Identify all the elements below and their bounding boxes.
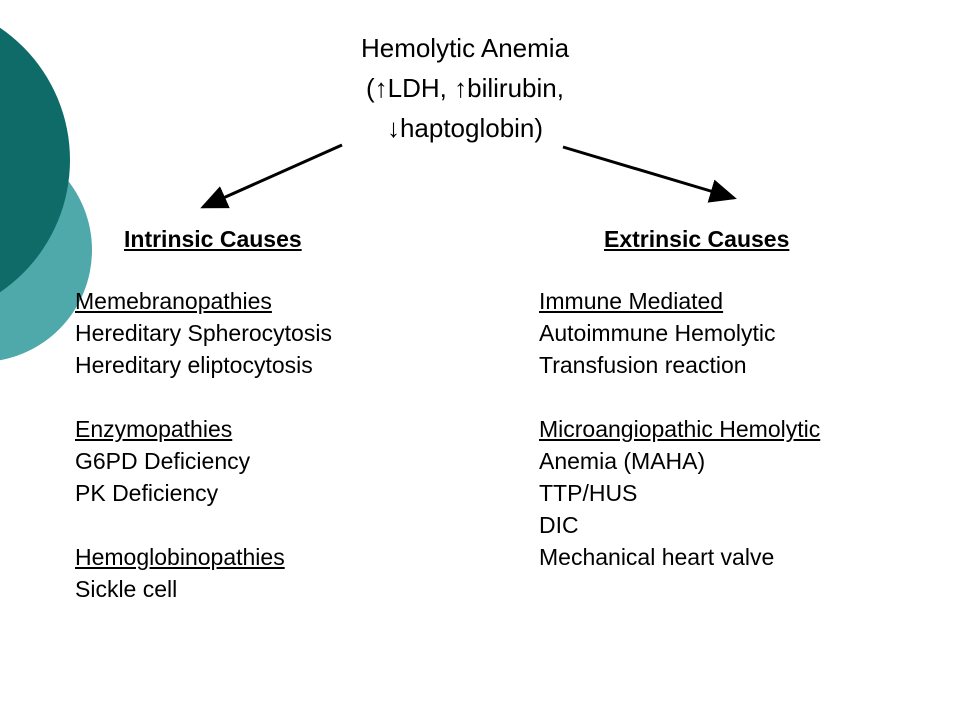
list-item: G6PD Deficiency: [75, 448, 251, 474]
immune-mediated-label: Immune Mediated: [539, 288, 724, 314]
hemoglobinopathies-label: Hemoglobinopathies: [75, 544, 285, 570]
title-line-1: Hemolytic Anemia: [360, 33, 570, 63]
list-item: Sickle cell: [75, 576, 178, 602]
slide-title: Hemolytic Anemia (↑LDH, ↑bilirubin, ↓hap…: [300, 28, 630, 148]
membranopathies-label: Memebranopathies: [75, 288, 272, 314]
list-item: TTP/HUS: [539, 480, 638, 506]
title-line-3: ↓haptoglobin): [386, 113, 544, 143]
list-item: Anemia (MAHA): [539, 448, 706, 474]
list-item: Autoimmune Hemolytic: [539, 320, 776, 346]
spacer: [75, 509, 332, 541]
spacer: [539, 381, 820, 413]
list-item: PK Deficiency: [75, 480, 219, 506]
arrow-to-extrinsic: [562, 145, 737, 203]
maha-label: Microangiopathic Hemolytic: [539, 416, 821, 442]
list-item: Hereditary Spherocytosis: [75, 320, 332, 346]
intrinsic-heading: Intrinsic Causes: [124, 226, 302, 252]
list-item: DIC: [539, 512, 579, 538]
dark-teal-circle: [0, 27, 70, 293]
title-line-2: (↑LDH, ↑bilirubin,: [366, 73, 564, 103]
arrow-to-intrinsic: [200, 143, 343, 209]
list-item: Transfusion reaction: [539, 352, 747, 378]
list-item: Hereditary eliptocytosis: [75, 352, 313, 378]
decorative-circles: [0, 27, 92, 361]
intrinsic-list: Memebranopathies Hereditary Spherocytosi…: [75, 285, 332, 605]
spacer: [75, 381, 332, 413]
extrinsic-list: Immune Mediated Autoimmune Hemolytic Tra…: [539, 285, 820, 573]
enzymopathies-label: Enzymopathies: [75, 416, 233, 442]
extrinsic-heading: Extrinsic Causes: [604, 226, 790, 252]
list-item: Mechanical heart valve: [539, 544, 775, 570]
